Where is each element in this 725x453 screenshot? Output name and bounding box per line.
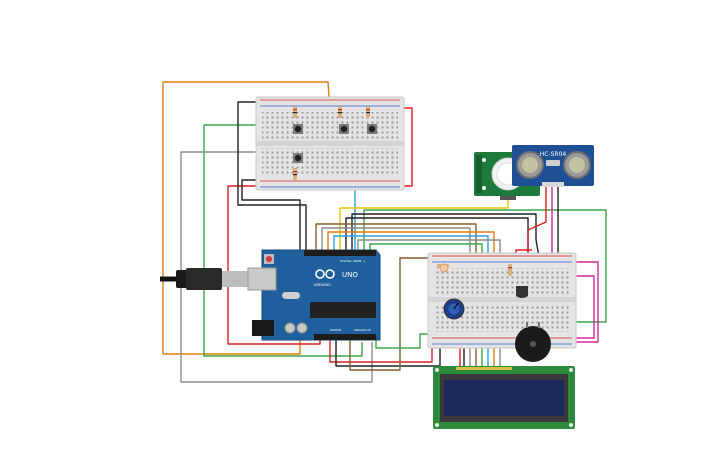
wire-pink-right-2[interactable] bbox=[572, 275, 595, 339]
ultrasonic-sensor[interactable]: HC-SR04 bbox=[512, 145, 594, 187]
wire-black-2[interactable] bbox=[241, 179, 301, 250]
wire-brown-2[interactable] bbox=[349, 257, 432, 371]
push-button[interactable] bbox=[293, 153, 303, 163]
arduino-digital-label: DIGITAL (PWM~) bbox=[340, 259, 365, 263]
wire-red-3[interactable] bbox=[329, 340, 433, 363]
breadboard-right bbox=[427, 252, 577, 362]
wire-green[interactable] bbox=[203, 124, 363, 357]
arduino-model-label: UNO bbox=[342, 271, 358, 279]
push-button[interactable] bbox=[293, 124, 303, 134]
wire-pink-right[interactable] bbox=[572, 261, 599, 343]
arduino-power-label: POWER bbox=[330, 328, 341, 332]
arduino-brand-label: ARDUINO bbox=[314, 283, 331, 287]
potentiometer[interactable] bbox=[443, 298, 465, 320]
led[interactable] bbox=[439, 263, 449, 273]
resistor[interactable] bbox=[338, 106, 342, 118]
push-button[interactable] bbox=[367, 124, 377, 134]
wire-black-4[interactable] bbox=[351, 213, 541, 263]
wire-sensor-red[interactable] bbox=[527, 186, 547, 262]
usb-cable bbox=[160, 268, 248, 290]
arduino-analog-label: ANALOG IN bbox=[354, 328, 371, 332]
resistor[interactable] bbox=[293, 168, 297, 180]
wire-red-2[interactable] bbox=[398, 107, 413, 187]
resistor[interactable] bbox=[508, 264, 512, 276]
lcd-display[interactable] bbox=[433, 366, 575, 429]
wire-yellow[interactable] bbox=[339, 196, 509, 250]
wire-orange[interactable] bbox=[162, 81, 331, 355]
wire-black-5[interactable] bbox=[335, 340, 441, 367]
buzzer[interactable] bbox=[515, 322, 551, 362]
wire-gray[interactable] bbox=[180, 151, 373, 383]
temperature-sensor[interactable] bbox=[516, 286, 528, 298]
wire-black-1[interactable] bbox=[237, 101, 307, 250]
breadboard-top bbox=[255, 96, 405, 191]
wire-green-4[interactable] bbox=[375, 333, 432, 349]
arduino-uno[interactable]: UNO ARDUINO DIGITAL (PWM~) POWER ANALOG … bbox=[247, 249, 381, 341]
push-button[interactable] bbox=[339, 124, 349, 134]
resistor[interactable] bbox=[293, 106, 297, 118]
arduino-logo bbox=[315, 269, 335, 279]
resistor[interactable] bbox=[366, 106, 370, 118]
ultrasonic-model-label: HC-SR04 bbox=[540, 151, 567, 158]
